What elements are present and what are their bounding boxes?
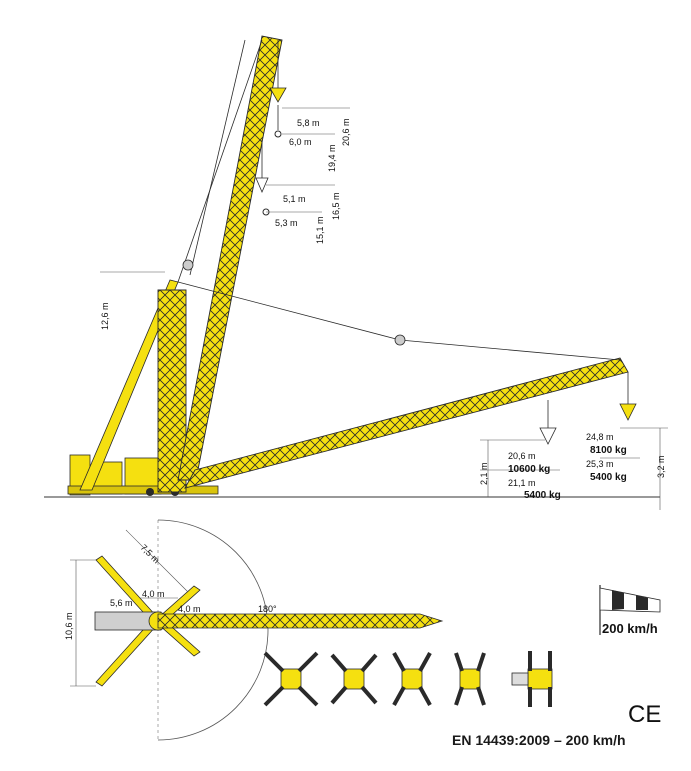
mid-radius-2: 21,1 m [508, 478, 536, 488]
horizontal-jib [184, 357, 629, 489]
lower-radius: 5,1 m [283, 194, 306, 204]
wind-speed-label: 200 km/h [602, 621, 658, 636]
hook-lower [255, 140, 270, 216]
hook-upper [269, 40, 287, 103]
pendant-ropes [177, 39, 621, 361]
dimension-lines [100, 107, 668, 510]
tip-load-2: 5400 kg [590, 472, 627, 483]
plan-dimension-lines [70, 529, 200, 687]
mast-height: 12,6 m [100, 302, 110, 330]
inner-a: 4,0 m [142, 589, 165, 599]
mid-load: 10600 kg [508, 464, 550, 475]
tip-load: 8100 kg [590, 445, 627, 456]
upper-height-2: 19,4 m [327, 144, 337, 172]
mid-load-2: 5400 kg [524, 490, 561, 501]
tip-height: 3,2 m [656, 455, 666, 478]
lower-height: 16,5 m [331, 192, 341, 220]
inner-b: 5,6 m [110, 598, 133, 608]
outrigger-configs [263, 651, 553, 707]
hook-upper-2 [274, 105, 282, 138]
tower-mast [157, 289, 187, 493]
plan-view [94, 519, 444, 741]
lower-radius-2: 5,3 m [275, 218, 298, 228]
ce-mark-icon: CE [628, 701, 661, 728]
crane-base [67, 454, 219, 496]
windsock-icon [599, 585, 661, 635]
hook-tip [619, 372, 637, 421]
inner-c: 4,0 m [178, 604, 201, 614]
lower-height-2: 15,1 m [315, 216, 325, 244]
norm-label: EN 14439:2009 – 200 km/h [452, 732, 626, 748]
tip-radius: 24,8 m [586, 432, 614, 442]
tip-radius-2: 25,3 m [586, 459, 614, 469]
upper-radius-2: 6,0 m [289, 137, 312, 147]
upper-radius: 5,8 m [297, 118, 320, 128]
mid-radius: 20,6 m [508, 451, 536, 461]
upper-height: 20,6 m [341, 118, 351, 146]
slew-angle: 180° [258, 604, 277, 614]
mid-height: 2,1 m [479, 462, 489, 485]
hook-mid [539, 400, 557, 445]
plan-width: 10,6 m [64, 612, 74, 640]
